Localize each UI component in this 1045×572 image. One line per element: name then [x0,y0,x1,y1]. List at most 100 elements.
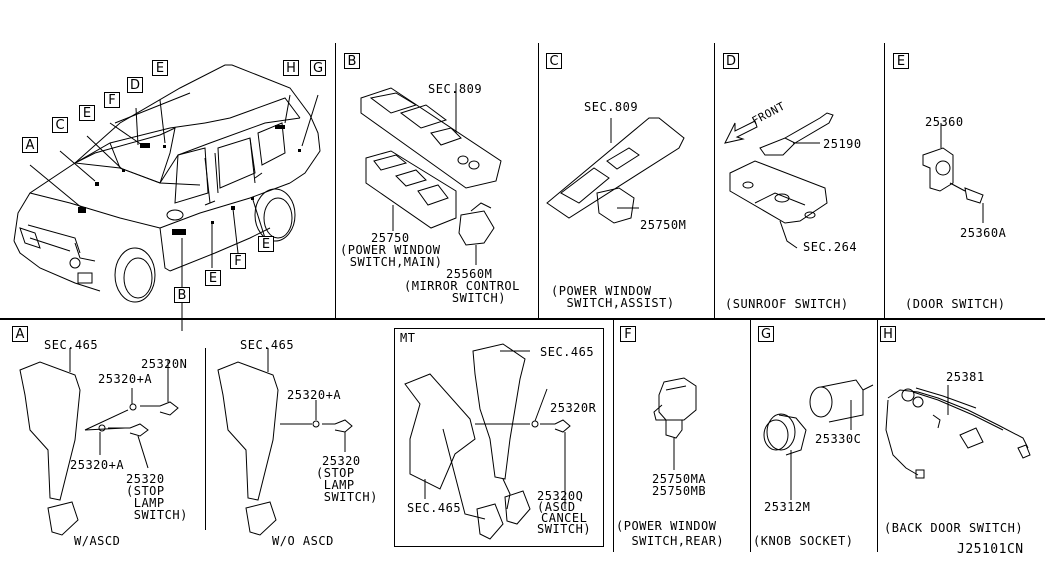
diagram-id: J25101CN [957,542,1024,557]
panel-letter: B [344,53,360,69]
label-power-window: (POWER WINDOW [340,243,441,257]
part-h-marker [275,125,285,129]
divider-b [335,43,336,319]
panel-e-door-switch: E 25360 25360A (DOOR SWITCH) [885,43,1045,319]
label-25312m: 25312M [764,500,811,514]
label-stop: (STOP [316,466,355,480]
part-c-marker [95,182,99,186]
callout-e: E [79,105,95,121]
callout-e: E [152,60,168,76]
label-25320-a: 25320+A [287,388,342,402]
panel-f-power-window-rear: F 25750MA 25750MB (POWER WINDOW SWITCH,R… [614,320,750,552]
label-25750ma: 25750MA [652,472,707,486]
label-mirror-control: (MIRROR CONTROL [404,279,520,293]
panel-c-power-window-assist: C SEC.809 25750M (POWER WINDOW SWITCH,AS… [539,43,714,319]
label-25750m: 25750M [640,218,687,232]
part-b-marker [172,229,186,235]
label-25320-a: 25320+A [98,372,153,386]
door-switch-drawing [885,43,1045,319]
label-25360: 25360 [925,115,964,129]
part-d-marker [140,143,150,148]
panel-d-sunroof-switch: D FRONT 25190 SEC.264 (SUNROOF SWITCH) [715,43,884,319]
power-window-rear-drawing [614,320,750,552]
part-g-marker [298,149,301,152]
label-lamp: LAMP [316,478,355,492]
label-stop: (STOP [126,484,165,498]
label-25320r: 25320R [550,401,597,415]
panel-letter: C [546,53,562,69]
part-e-marker [211,221,214,224]
row-divider [0,318,1045,320]
divider-c [538,43,539,319]
part-f-marker [231,206,235,210]
pedal-w-ascd-drawing [0,320,390,552]
panel-h-back-door-switch: H 25381 (BACK DOOR SWITCH) [878,320,1045,552]
label-sec809: SEC.809 [428,82,483,96]
label-25330c: 25330C [815,432,862,446]
divider-h [877,320,878,552]
label-sec465-lower: SEC.465 [407,501,462,515]
caption: (SUNROOF SWITCH) [725,297,849,311]
panel-letter: H [880,326,896,342]
label-25320: 25320 [322,454,361,468]
caption: (KNOB SOCKET) [753,534,854,548]
panel-b-power-window-main: B SEC.809 25750 (POWER WINDOW SWITCH,MAI… [336,43,538,319]
callout-d: D [127,77,143,93]
panel-letter: A [12,326,28,342]
part-e-marker [251,197,254,200]
part-e-marker [163,145,166,148]
sunroof-switch-drawing [715,43,884,319]
panel-a-stop-lamp: A SEC.465 25320N [0,320,390,552]
knob-socket-drawing [751,320,877,552]
caption: (BACK DOOR SWITCH) [884,521,1024,535]
caption-w-ascd: W/ASCD [74,534,121,548]
label-25560m: 25560M [446,267,493,281]
label-switch: SWITCH) [126,508,188,522]
part-e-marker [122,169,125,172]
caption-line-1: (POWER WINDOW [551,284,652,298]
label-sec465: SEC.465 [240,338,295,352]
vehicle-overview: A C E F D E H G B E F E [0,43,335,319]
label-lamp: LAMP [126,496,165,510]
vehicle-drawing [0,43,335,319]
mt-pedals-drawing [395,329,605,548]
panel-letter: F [620,326,636,342]
callout-f: F [230,253,246,269]
panel-letter: G [758,326,774,342]
mt-inset: MT SEC.465 25320R SEC.465 25320Q (ASCD C… [394,328,604,547]
callout-a: A [22,137,38,153]
callout-b: B [174,287,190,303]
label-25190: 25190 [823,137,862,151]
label-25381: 25381 [946,370,985,384]
callout-f: F [104,92,120,108]
caption: (DOOR SWITCH) [905,297,1006,311]
caption-wo-ascd: W/O ASCD [272,534,334,548]
divider-d [714,43,715,319]
power-window-assist-drawing [539,43,714,319]
label-25320: 25320 [126,472,165,486]
label-25320q: 25320Q [537,489,584,503]
caption-line-1: (POWER WINDOW [616,519,717,533]
power-window-main-drawing [336,43,538,319]
divider-f [613,320,614,552]
label-sec264: SEC.264 [803,240,858,254]
label-cancel: CANCEL [541,511,588,525]
label-switch: SWITCH) [421,291,506,305]
back-door-harness-drawing [878,320,1045,552]
panel-letter: D [723,53,739,69]
divider-a-ascd [205,348,206,530]
label-sec465-upper: SEC.465 [540,345,595,359]
caption-line-2: SWITCH,ASSIST) [551,296,675,310]
label-switch: SWITCH) [316,490,378,504]
callout-h: H [283,60,299,76]
callout-e: E [258,236,274,252]
divider-g [750,320,751,552]
label-switch-main: SWITCH,MAIN) [342,255,443,269]
panel-g-knob-socket: G 25330C 25312M (KNOB SOCKET) [751,320,877,552]
part-a-marker [78,207,86,213]
label-sec465: SEC.465 [44,338,99,352]
front-arrow-icon [725,121,757,143]
caption-line-2: SWITCH,REAR) [616,534,725,548]
callout-g: G [310,60,326,76]
label-25750: 25750 [371,231,410,245]
